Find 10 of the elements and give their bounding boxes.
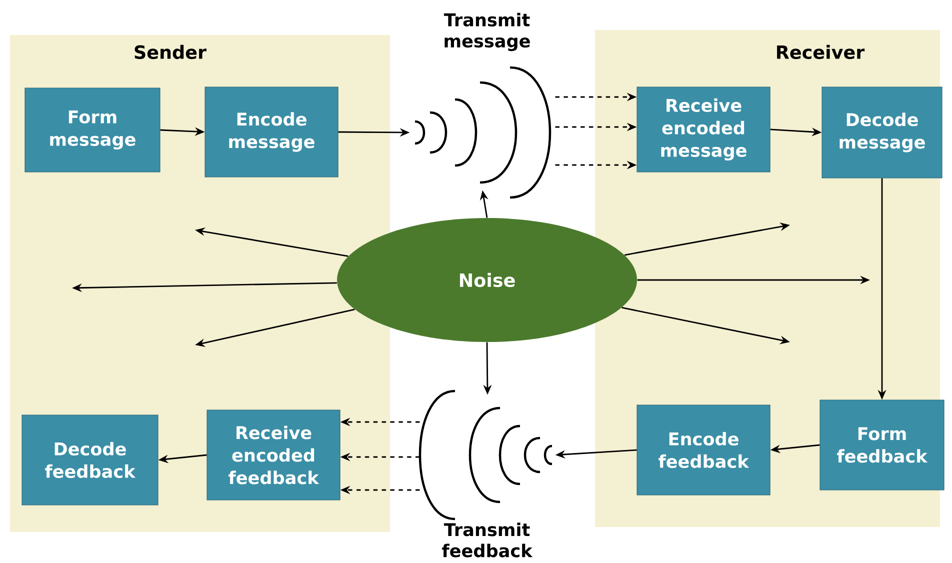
process-box: Receive encoded feedback — [206, 410, 340, 500]
process-box: Encode feedback — [636, 404, 770, 496]
process-box: Decode feedback — [22, 414, 158, 506]
process-box: Form message — [24, 88, 160, 172]
process-box: Encode message — [204, 86, 338, 178]
process-box: Receive encoded message — [636, 86, 770, 172]
process-box: Form feedback — [820, 400, 944, 490]
signal-waves: Transmit feedback — [418, 390, 552, 558]
process-box: Decode message — [822, 86, 942, 178]
signal-waves: Transmit message — [414, 12, 552, 199]
